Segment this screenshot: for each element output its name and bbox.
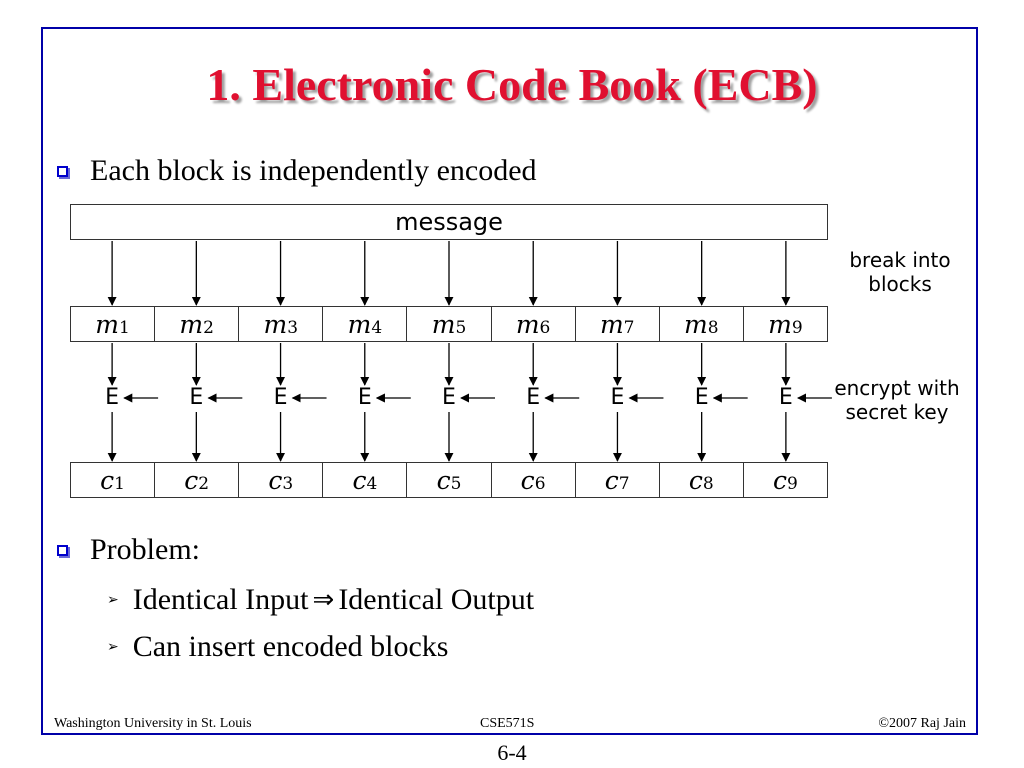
encrypt-box-3: E	[273, 385, 288, 410]
plaintext-subscript: 4	[371, 318, 383, 338]
bullet-problem: Problem:	[57, 533, 200, 567]
ciphertext-subscript: 5	[450, 474, 462, 494]
ciphertext-subscript: 6	[534, 474, 546, 494]
ciphertext-variable: c	[268, 465, 283, 495]
ciphertext-subscript: 1	[114, 474, 125, 494]
arrow-bullet-icon: ➢	[107, 639, 119, 655]
ciphertext-subscript: 7	[618, 474, 630, 494]
encrypt-secret-key-label: encrypt with secret key	[832, 376, 962, 424]
ciphertext-variable: c	[520, 465, 535, 495]
slide-title: 1. Electronic Code Book (ECB)	[206, 59, 818, 110]
ciphertext-subscript: 8	[702, 474, 714, 494]
break-label-line2: blocks	[868, 272, 932, 296]
plaintext-subscript: 2	[203, 318, 214, 338]
ciphertext-subscript: 4	[366, 474, 378, 494]
plaintext-subscript: 9	[791, 318, 803, 338]
sub-text: Can insert encoded blocks	[132, 630, 449, 663]
encrypt-box-8: E	[694, 385, 709, 410]
plaintext-variable: m	[95, 309, 119, 339]
footer-left: Washington University in St. Louis	[54, 716, 252, 731]
page-number: 6-4	[497, 740, 527, 765]
encrypt-box-5: E	[442, 385, 456, 410]
plaintext-variable: m	[347, 309, 372, 339]
footer-right: ©2007 Raj Jain	[878, 716, 966, 731]
ciphertext-variable: c	[184, 465, 199, 495]
plaintext-variable: m	[179, 309, 204, 339]
sub-text-right: Identical Output	[338, 583, 535, 616]
plaintext-variable: m	[431, 309, 456, 339]
sub-bullet-identical: ➢ Identical Input ⇒ Identical Output	[107, 583, 534, 617]
plaintext-variable: m	[515, 309, 540, 339]
ciphertext-variable: c	[352, 465, 367, 495]
ciphertext-subscript: 3	[282, 474, 294, 494]
message-box: message	[70, 204, 828, 240]
plaintext-subscript: 3	[287, 318, 299, 338]
bullet-independent: Each block is independently encoded	[57, 154, 537, 188]
plaintext-subscript: 8	[707, 318, 719, 338]
ciphertext-variable: c	[436, 465, 451, 495]
plaintext-subscript: 6	[539, 318, 551, 338]
encrypt-box-9: E	[778, 385, 793, 410]
encrypt-box-1: E	[105, 385, 120, 410]
bullet-text: Problem:	[90, 533, 200, 566]
sub-text-left: Identical Input	[132, 583, 309, 616]
encrypt-label-line1: encrypt with	[834, 376, 960, 400]
break-into-blocks-label: break into blocks	[840, 248, 960, 296]
sub-bullet-insert: ➢ Can insert encoded blocks	[107, 630, 448, 664]
encrypt-box-7: E	[610, 385, 625, 410]
ciphertext-variable: c	[688, 465, 703, 495]
plaintext-variable: m	[684, 309, 708, 339]
ciphertext-variable: c	[604, 465, 619, 495]
ciphertext-variable: c	[100, 465, 115, 495]
plaintext-subscript: 5	[455, 318, 467, 338]
plaintext-subscript: 7	[623, 318, 635, 338]
footer-center: CSE571S	[480, 716, 535, 731]
bullet-text: Each block is independently encoded	[90, 154, 537, 187]
plaintext-subscript: 1	[119, 318, 130, 338]
ciphertext-subscript: 2	[198, 474, 210, 494]
implies-symbol: ⇒	[312, 585, 335, 615]
square-bullet-icon	[57, 544, 68, 556]
plaintext-variable: m	[263, 309, 288, 339]
break-label-line1: break into	[849, 248, 951, 272]
encrypt-label-line2: secret key	[845, 400, 949, 424]
encrypt-box-2: E	[189, 385, 204, 410]
message-label: message	[395, 208, 503, 236]
ciphertext-subscript: 9	[787, 474, 798, 494]
plaintext-variable: m	[768, 309, 792, 339]
arrow-bullet-icon: ➢	[107, 592, 119, 608]
encrypt-box-4: E	[357, 385, 372, 410]
plaintext-variable: m	[599, 309, 624, 339]
encrypt-box-6: E	[526, 385, 541, 410]
ciphertext-variable: c	[773, 465, 788, 495]
square-bullet-icon	[57, 165, 68, 177]
